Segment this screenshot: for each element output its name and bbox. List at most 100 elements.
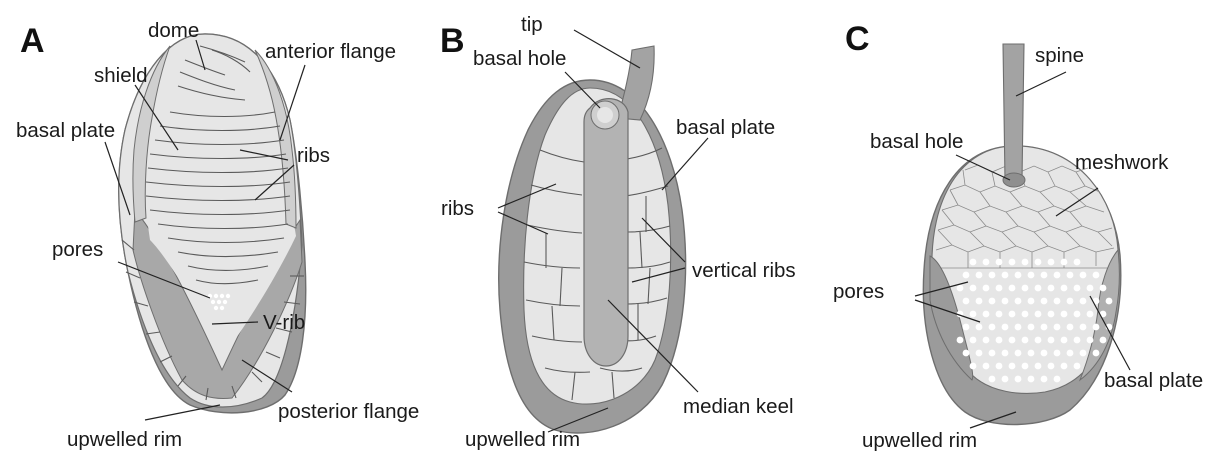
pore [976,350,983,357]
panel-b: B [440,13,796,451]
pore [1028,272,1035,279]
pore [970,311,977,318]
pore [976,298,983,305]
pore [1087,337,1094,344]
label-a-ribs: ribs [297,144,330,167]
pore [1067,298,1074,305]
pore [1035,363,1042,370]
label-a-shield: shield [94,64,148,87]
label-b-ribs: ribs [441,197,474,220]
label-c-upwelled-rim: upwelled rim [862,429,977,452]
pore [1022,311,1029,318]
pore [957,285,964,292]
pore [1054,376,1061,383]
label-a-dome: dome [148,19,199,42]
pore [963,350,970,357]
label-c-meshwork: meshwork [1075,151,1169,174]
pore [1028,376,1035,383]
pore [1022,337,1029,344]
panel-c-spine [1003,44,1024,186]
pore [1035,259,1042,266]
pore [989,298,996,305]
pore [1080,324,1087,331]
pore [1093,324,1100,331]
pore [1002,376,1009,383]
panel-b-median-keel [584,99,628,366]
label-b-vertical-ribs: vertical ribs [692,259,796,282]
label-b-basal-hole: basal hole [473,47,566,70]
pore [1061,311,1068,318]
panel-a-letter: A [20,22,45,60]
pore [989,324,996,331]
label-a-anterior-flange: anterior flange [265,40,396,63]
pore [1041,272,1048,279]
pore [1028,298,1035,305]
pore [1074,363,1081,370]
panel-b-basal-hole-inner [597,107,613,123]
pore [989,350,996,357]
pore [1048,337,1055,344]
pore [989,376,996,383]
pore [1041,298,1048,305]
pore [983,337,990,344]
label-b-tip: tip [521,13,543,36]
pore [1035,285,1042,292]
pore [1106,298,1113,305]
pore [970,285,977,292]
pore [996,337,1003,344]
pore [1054,324,1061,331]
label-a-upwelled-rim: upwelled rim [67,428,182,451]
panel-a: A [16,19,419,451]
pore [1002,324,1009,331]
pore [1009,285,1016,292]
pore [1080,298,1087,305]
pore [1035,311,1042,318]
pore [963,298,970,305]
pore [1074,337,1081,344]
label-c-basal-hole: basal hole [870,130,963,153]
label-b-basal-plate: basal plate [676,116,775,139]
pore [1067,350,1074,357]
pore [1093,350,1100,357]
pore [1048,259,1055,266]
pore [983,363,990,370]
pore [1028,350,1035,357]
pore [1054,350,1061,357]
pore [976,324,983,331]
panel-b-letter: B [440,22,465,60]
pore [1015,272,1022,279]
pore [1041,376,1048,383]
pore [996,363,1003,370]
lead-a-upwelled-rim [145,405,220,420]
pore [1009,363,1016,370]
pore [1035,337,1042,344]
pore [1009,259,1016,266]
panel-c: C [833,20,1203,452]
pore [976,272,983,279]
pore [1022,285,1029,292]
pore [1002,298,1009,305]
label-a-v-rib: V-rib [263,311,305,334]
pore [1080,272,1087,279]
pore [970,363,977,370]
pore [1100,285,1107,292]
pore [1093,272,1100,279]
pore [1067,272,1074,279]
pore [983,311,990,318]
pore [1015,298,1022,305]
pore [1048,285,1055,292]
label-a-pores: pores [52,238,103,261]
pore [1022,363,1029,370]
label-b-upwelled-rim: upwelled rim [465,428,580,451]
lead-b-tip [574,30,640,68]
pore [983,285,990,292]
pore [1061,363,1068,370]
pore [970,337,977,344]
pore [970,259,977,266]
pore [1009,311,1016,318]
label-c-spine: spine [1035,44,1084,67]
pore [1028,324,1035,331]
pore [996,311,1003,318]
label-c-basal-plate: basal plate [1104,369,1203,392]
